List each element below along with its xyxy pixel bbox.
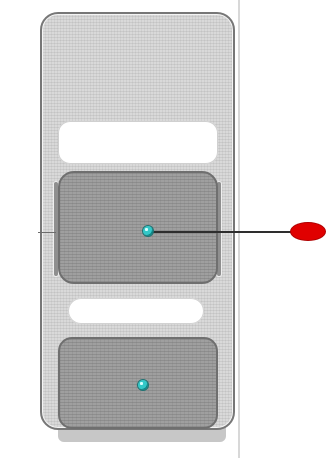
callout-line: [149, 231, 291, 233]
upper-teal-indicator-icon[interactable]: [143, 226, 153, 236]
left-stub-line: [38, 232, 56, 233]
device-shadow: [58, 426, 226, 442]
middle-slot: [68, 298, 204, 324]
top-slot: [58, 121, 218, 164]
lower-teal-indicator-icon[interactable]: [138, 380, 148, 390]
right-side-rail: [217, 182, 221, 276]
upper-panel[interactable]: [58, 171, 218, 284]
left-side-rail: [54, 182, 58, 276]
right-divider: [238, 0, 240, 458]
red-callout-marker-icon[interactable]: [291, 223, 325, 240]
